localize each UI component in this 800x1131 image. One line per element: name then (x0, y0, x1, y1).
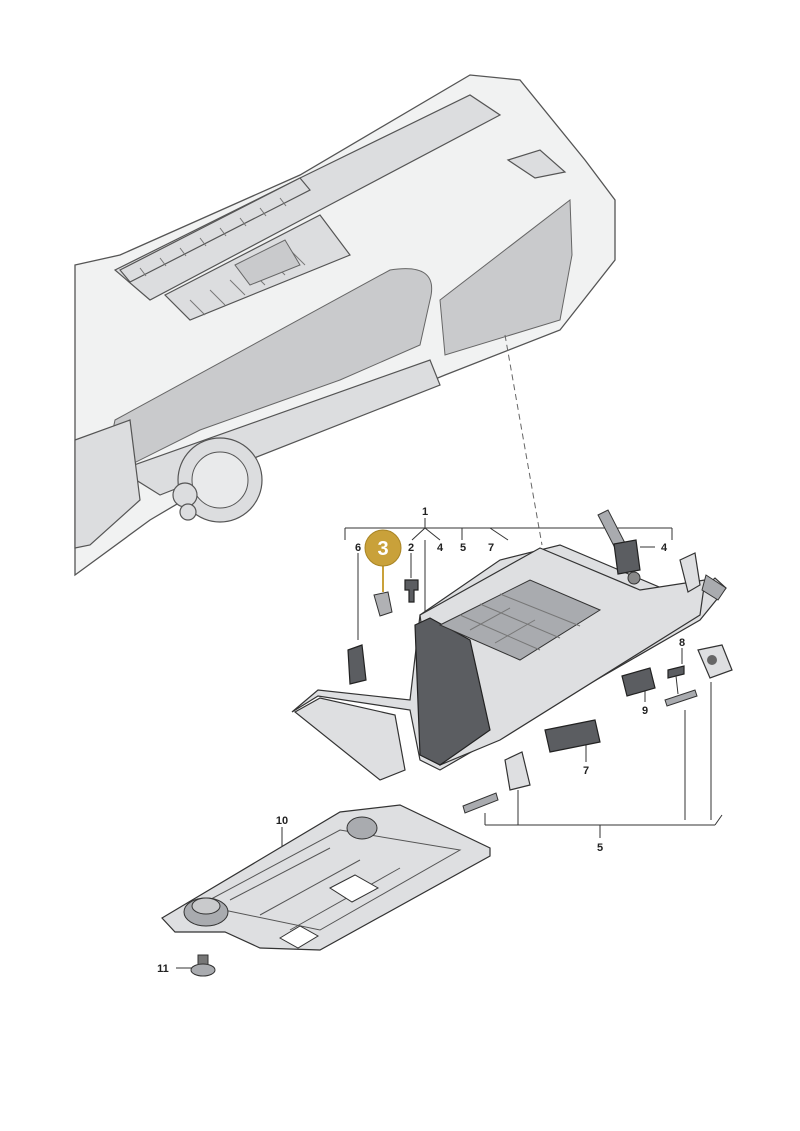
highlight-badge-circle[interactable] (364, 529, 402, 567)
bracket-part-5 (504, 751, 531, 791)
hinge-part-7 (544, 719, 601, 753)
damper-part-9 (621, 667, 656, 697)
callout-4-right[interactable]: 4 (661, 542, 668, 554)
highlight-badge-label: 3 (377, 538, 388, 560)
highlight-badge[interactable]: 3 (364, 529, 402, 592)
callout-8[interactable]: 8 (679, 637, 685, 649)
callout-6[interactable]: 6 (355, 542, 361, 554)
cover-panel-part-10 (161, 804, 491, 951)
bolt-part-4 (597, 509, 641, 585)
fastener-part-11 (190, 954, 216, 977)
dashboard-illustration (74, 74, 616, 577)
small-parts (347, 509, 733, 814)
glove-box-assembly (291, 544, 727, 781)
callout-7-bottom[interactable]: 7 (583, 765, 589, 777)
callout-9[interactable]: 9 (642, 705, 648, 717)
latch-part-6 (347, 644, 367, 685)
assembly-leader-line (504, 334, 543, 546)
callout-4-top[interactable]: 4 (437, 542, 444, 554)
callout-5-bottom[interactable]: 5 (597, 842, 603, 854)
pin-upper (664, 689, 698, 707)
callout-2[interactable]: 2 (408, 542, 414, 554)
screw-part-8 (667, 665, 685, 695)
pin-lower (462, 792, 499, 814)
callout-11[interactable]: 11 (157, 963, 169, 975)
clip-part-2 (404, 579, 419, 603)
callout-lines (176, 518, 723, 969)
callout-1[interactable]: 1 (422, 506, 428, 518)
callout-5-top[interactable]: 5 (460, 542, 466, 554)
callout-7-top[interactable]: 7 (488, 542, 494, 554)
callout-10[interactable]: 10 (276, 815, 288, 827)
nut-part-3 (373, 591, 393, 617)
callout-labels: 1 6 2 4 5 7 4 8 9 7 5 10 11 (157, 506, 685, 975)
